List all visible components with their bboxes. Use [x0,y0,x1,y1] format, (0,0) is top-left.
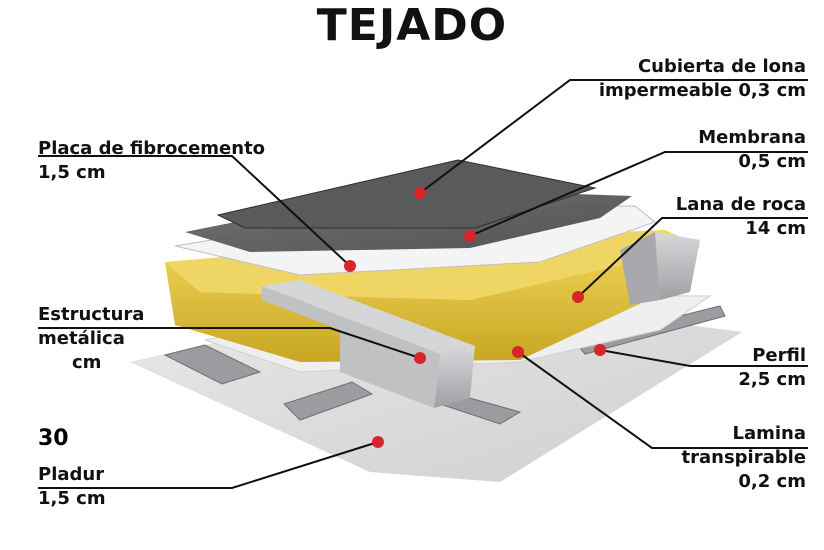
label-lana: Lana de roca 14 cm [676,193,806,241]
label-perfil: Perfil 2,5 cm [738,344,806,392]
label-lamina: Lamina transpirable 0,2 cm [682,422,807,494]
label-estructura: Estructura metálica cm [38,303,144,375]
label-lana-line2: 14 cm [745,218,806,239]
label-membrana: Membrana 0,5 cm [698,126,806,174]
side-number: 30 [38,426,69,451]
label-lana-line1: Lana de roca [675,194,806,215]
markers [344,187,606,448]
label-lamina-line3: 0,2 cm [738,471,806,492]
label-lamina-line1: Lamina [732,423,806,444]
label-placa: Placa de fibrocemento 1,5 cm [38,137,265,185]
rock-wool-front [165,246,700,362]
label-placa-line2: 1,5 cm [38,162,106,183]
label-cubierta-line1: Cubierta de lona [637,56,806,77]
label-placa-line1: Placa de fibrocemento [38,138,266,159]
metal-profile-right [620,232,700,305]
label-estructura-line3: cm [72,352,102,373]
label-membrana-line1: Membrana [698,127,806,148]
label-estructura-line1: Estructura [38,304,145,325]
label-pladur-line2: 1,5 cm [38,488,106,509]
label-perfil-line2: 2,5 cm [738,369,806,390]
label-perfil-line1: Perfil [752,345,806,366]
label-pladur-line1: Pladur [38,464,105,485]
label-cubierta: Cubierta de lona impermeable 0,3 cm [599,55,806,103]
label-membrana-line2: 0,5 cm [738,151,806,172]
leader-lines [38,79,808,489]
metal-profile-front [262,280,475,408]
page-title: TEJADO [316,0,508,51]
label-lamina-line2: transpirable [681,447,807,468]
label-pladur: Pladur 1,5 cm [38,463,106,511]
label-estructura-line2: metálica [38,328,125,349]
label-cubierta-line2: impermeable 0,3 cm [598,80,806,101]
